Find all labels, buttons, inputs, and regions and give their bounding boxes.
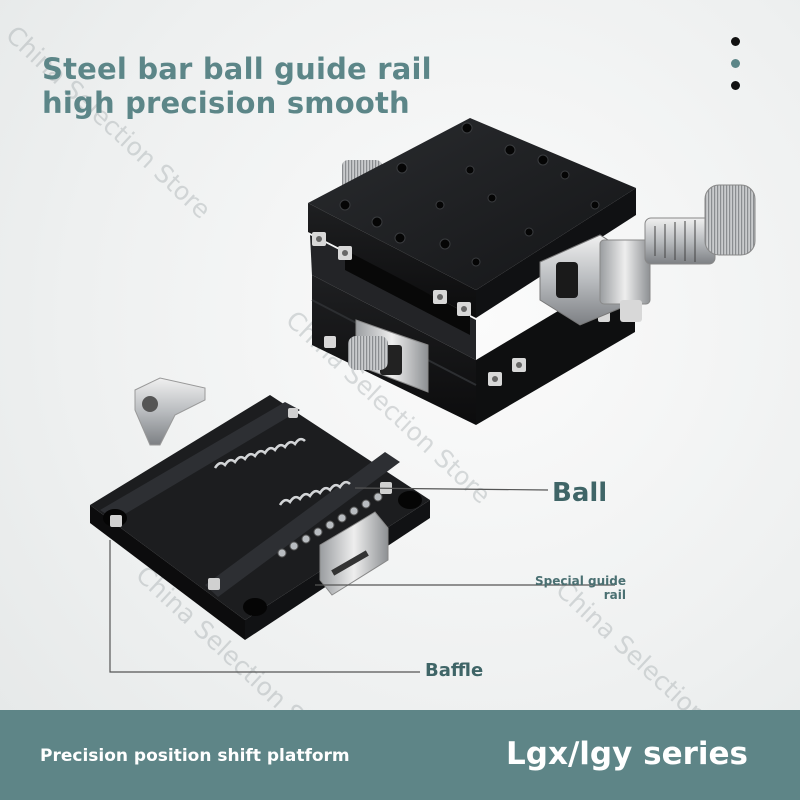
platform-description: Precision position shift platform	[40, 746, 350, 766]
callout-special-guide-rail: Special guide rail	[535, 574, 626, 602]
base-plate	[90, 395, 430, 620]
series-name: Lgx/lgy series	[506, 736, 748, 772]
lock-knob-icon	[348, 336, 388, 370]
guide-rail-left	[100, 402, 300, 520]
mounting-holes	[339, 122, 600, 267]
xy-stage-assembled	[308, 118, 756, 425]
ball-bearings	[277, 492, 383, 558]
product-illustration	[90, 118, 756, 673]
dot	[731, 59, 740, 68]
top-plate	[308, 118, 636, 290]
screws	[312, 232, 610, 386]
micrometer-icon	[539, 184, 756, 326]
callout-ball: Ball	[552, 478, 608, 508]
callout-baffle: Baffle	[425, 660, 484, 681]
bottom-banner: Precision position shift platform Lgx/lg…	[0, 710, 800, 800]
xy-stage-disassembled	[90, 377, 430, 640]
baffle-plate	[319, 511, 389, 596]
rear-bracket	[134, 377, 206, 446]
dot	[731, 37, 740, 46]
headline: Steel bar ball guide rail high precision…	[42, 52, 432, 120]
more-menu-icon[interactable]	[730, 37, 742, 93]
callout-lines	[109, 487, 615, 673]
guide-rail-right	[205, 452, 400, 597]
springs	[213, 437, 351, 506]
dot	[731, 81, 740, 90]
headline-line-2: high precision smooth	[42, 86, 410, 120]
headline-line-1: Steel bar ball guide rail	[42, 52, 432, 86]
